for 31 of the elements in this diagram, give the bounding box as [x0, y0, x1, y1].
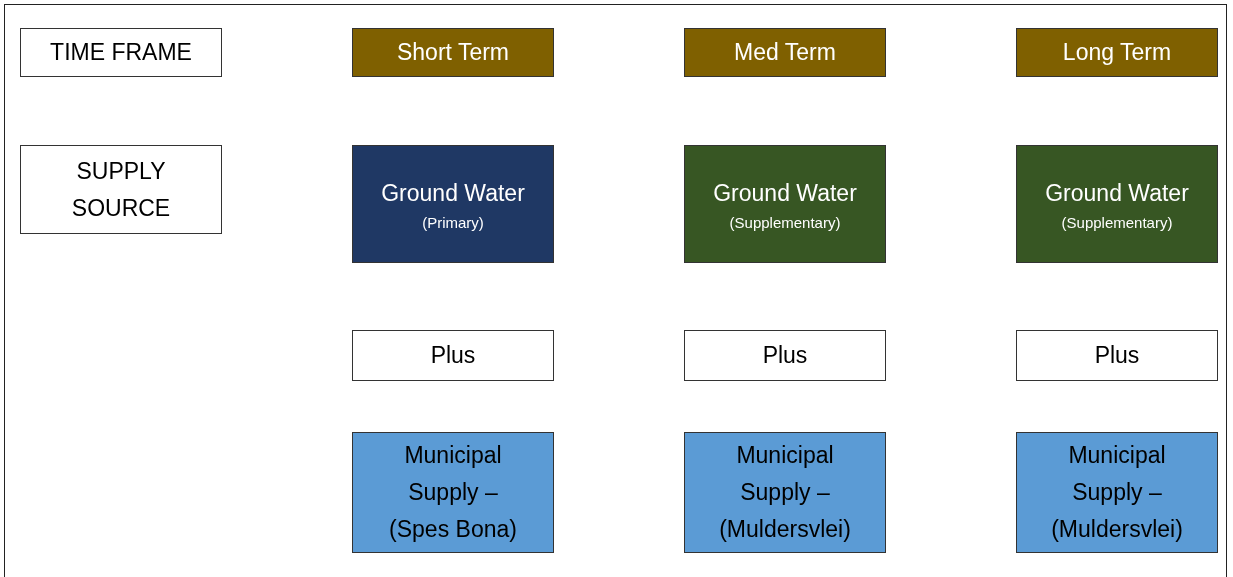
- label-box: [20, 145, 222, 234]
- label-box: [20, 28, 222, 77]
- box-label: SUPPLY SOURCE: [70, 156, 172, 223]
- box-label: Med Term: [734, 38, 836, 68]
- box-label: Ground Water: [381, 179, 525, 209]
- plus-box: [684, 330, 886, 381]
- box-sublabel: (Supplementary): [1061, 212, 1173, 233]
- source-box: [352, 145, 554, 263]
- box-sublabel: (Supplementary): [729, 212, 841, 233]
- source-box: [684, 145, 886, 263]
- time-frame-box: [684, 28, 886, 77]
- box-label: Municipal Supply – (Muldersvlei): [718, 441, 852, 544]
- box-label: Plus: [1094, 341, 1140, 371]
- municipal-supply-box: [1016, 432, 1218, 553]
- plus-box: [352, 330, 554, 381]
- box-label: Ground Water: [713, 179, 857, 209]
- box-label: Municipal Supply – (Muldersvlei): [1050, 441, 1184, 544]
- box-label: Municipal Supply – (Spes Bona): [388, 441, 518, 544]
- municipal-supply-box: [352, 432, 554, 553]
- plus-box: [1016, 330, 1218, 381]
- box-label: Plus: [430, 341, 476, 371]
- box-label: Long Term: [1062, 38, 1172, 68]
- time-frame-box: [352, 28, 554, 77]
- box-label: TIME FRAME: [50, 38, 192, 68]
- box-label: Short Term: [396, 38, 510, 68]
- box-label: Ground Water: [1045, 179, 1189, 209]
- time-frame-box: [1016, 28, 1218, 77]
- source-box: [1016, 145, 1218, 263]
- box-sublabel: (Primary): [422, 212, 484, 233]
- box-label: Plus: [762, 341, 808, 371]
- municipal-supply-box: [684, 432, 886, 553]
